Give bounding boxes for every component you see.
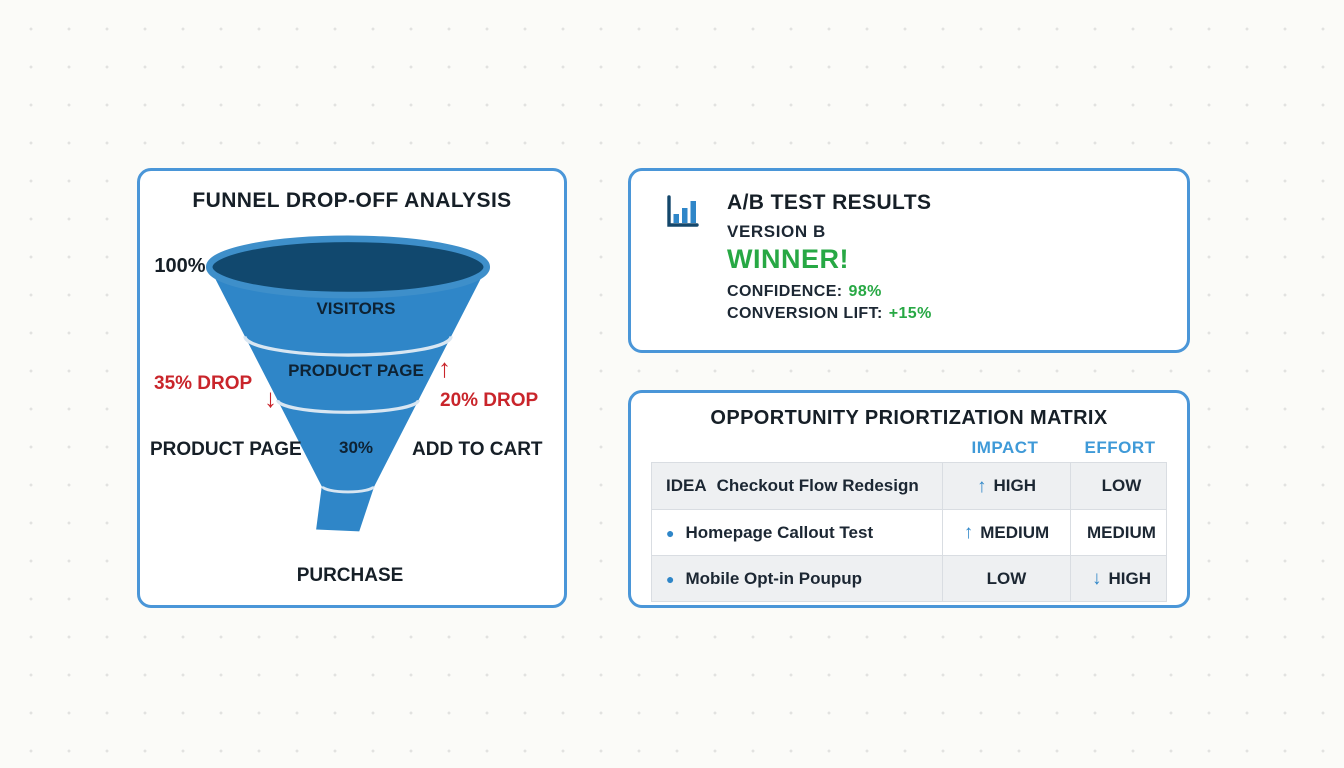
effort-value: HIGH bbox=[1108, 568, 1152, 588]
funnel-icon bbox=[205, 235, 491, 532]
opportunity-matrix-panel: OPPORTUNITY PRIORTIZATION MATRIX IMPACT … bbox=[628, 390, 1190, 608]
idea-cell: ● Mobile Opt-in Poupup bbox=[652, 556, 942, 601]
effort-column-header: EFFORT bbox=[1084, 438, 1156, 457]
effort-down-arrow-icon: ↓ bbox=[1092, 568, 1102, 589]
confidence-value: 98% bbox=[848, 283, 882, 300]
ab-test-title: A/B TEST RESULTS bbox=[727, 191, 932, 214]
right-drop-label: 20% DROP bbox=[440, 390, 539, 411]
funnel-panel: FUNNEL DROP-OFF ANALYSIS 100% VISITORS P… bbox=[137, 168, 567, 608]
impact-cell: ↑ HIGH bbox=[942, 463, 1070, 509]
opportunity-table: IDEA Checkout Flow Redesign ↑ HIGH LOW ●… bbox=[651, 462, 1167, 602]
impact-value: HIGH bbox=[993, 476, 1037, 495]
bottom-stage-label: PURCHASE bbox=[296, 565, 404, 586]
funnel-title: FUNNEL DROP-OFF ANALYSIS bbox=[192, 189, 512, 212]
ab-test-content: A/B TEST RESULTS VERSION B WINNER! CONFI… bbox=[631, 171, 1187, 323]
effort-cell: MEDIUM bbox=[1070, 510, 1172, 555]
funnel-stage-visitors: VISITORS bbox=[316, 299, 396, 318]
matrix-title: OPPORTUNITY PRIORTIZATION MATRIX bbox=[710, 407, 1108, 429]
confidence-metric: CONFIDENCE: 98% bbox=[727, 283, 1163, 301]
ab-test-panel: A/B TEST RESULTS VERSION B WINNER! CONFI… bbox=[628, 168, 1190, 353]
left-stage-label: PRODUCT PAGE bbox=[150, 439, 302, 460]
idea-text: Homepage Callout Test bbox=[685, 522, 874, 542]
bullet-icon: ● bbox=[666, 570, 675, 587]
conversion-lift-label: CONVERSION LIFT: bbox=[727, 305, 883, 322]
table-row: ● Mobile Opt-in Poupup LOW ↓ HIGH bbox=[652, 555, 1166, 601]
effort-cell: ↓ HIGH bbox=[1070, 556, 1172, 601]
conversion-lift-metric: CONVERSION LIFT: +15% bbox=[727, 305, 1163, 323]
funnel-top-percent: 100% bbox=[154, 255, 206, 277]
bar-chart-icon bbox=[667, 195, 699, 227]
idea-text: Mobile Opt-in Poupup bbox=[685, 568, 863, 588]
ab-test-version: VERSION B bbox=[727, 222, 826, 241]
matrix-column-headers: IMPACT EFFORT bbox=[651, 436, 1167, 460]
funnel-figure: 100% VISITORS PRODUCT PAGE 30% 35% DROP … bbox=[140, 171, 564, 605]
idea-text: Checkout Flow Redesign bbox=[716, 476, 919, 495]
effort-cell: LOW bbox=[1070, 463, 1172, 509]
idea-cell: ● Homepage Callout Test bbox=[652, 510, 942, 555]
funnel-mid-percent: 30% bbox=[338, 438, 374, 457]
idea-prefix-label: IDEA bbox=[666, 476, 707, 495]
idea-cell: IDEA Checkout Flow Redesign bbox=[652, 463, 942, 509]
confidence-label: CONFIDENCE: bbox=[727, 283, 843, 300]
left-drop-label: 35% DROP bbox=[154, 373, 253, 394]
table-row: ● Homepage Callout Test ↑ MEDIUM MEDIUM bbox=[652, 509, 1166, 555]
ab-test-winner: WINNER! bbox=[727, 244, 849, 274]
impact-cell: ↑ MEDIUM bbox=[942, 510, 1070, 555]
conversion-lift-value: +15% bbox=[888, 305, 932, 322]
impact-value: LOW bbox=[986, 568, 1027, 588]
impact-value: MEDIUM bbox=[980, 522, 1050, 542]
bullet-icon: ● bbox=[666, 524, 675, 541]
drop-up-arrow-icon: ↑ bbox=[438, 353, 451, 383]
impact-column-header: IMPACT bbox=[971, 438, 1039, 457]
effort-value: MEDIUM bbox=[1087, 522, 1156, 542]
funnel-stage-product-page: PRODUCT PAGE bbox=[288, 361, 424, 380]
drop-down-arrow-icon: ↓ bbox=[264, 383, 277, 413]
impact-cell: LOW bbox=[942, 556, 1070, 601]
right-stage-label: ADD TO CART bbox=[412, 439, 543, 460]
table-row: IDEA Checkout Flow Redesign ↑ HIGH LOW bbox=[652, 463, 1166, 509]
impact-up-arrow-icon: ↑ bbox=[977, 475, 987, 497]
impact-up-arrow-icon: ↑ bbox=[963, 522, 974, 543]
effort-value: LOW bbox=[1101, 476, 1142, 495]
